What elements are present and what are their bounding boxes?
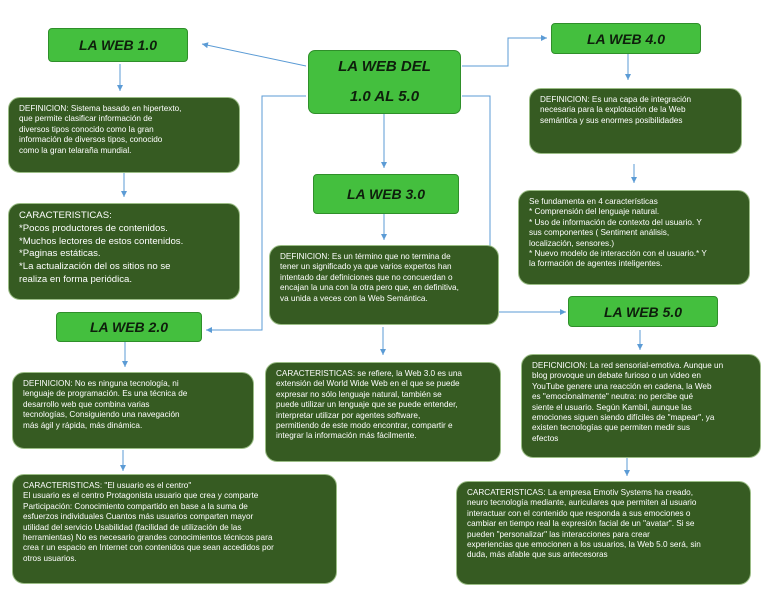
main-title-line1: LA WEB DEL bbox=[338, 58, 431, 75]
main-title-line2: 1.0 AL 5.0 bbox=[349, 88, 420, 105]
web4-definition: DEFINICION: Es una capa de integración n… bbox=[529, 88, 742, 154]
web5-characteristics: CARCATERISTICAS: La empresa Emotiv Syste… bbox=[456, 481, 751, 585]
web3-definition: DEFINICION: Es un término que no termina… bbox=[269, 245, 499, 325]
web5-title: LA WEB 5.0 bbox=[568, 296, 718, 327]
web2-characteristics: CARACTERISTICAS: "El usuario es el centr… bbox=[12, 474, 337, 584]
web3-characteristics: CARACTERISTICAS: se refiere, la Web 3.0 … bbox=[265, 362, 501, 462]
arrow-main-to-web5 bbox=[462, 95, 566, 315]
main-title: LA WEB DEL 1.0 AL 5.0 bbox=[308, 50, 461, 114]
web3-title: LA WEB 3.0 bbox=[313, 174, 459, 214]
arrow-main-to-web2 bbox=[206, 95, 306, 333]
web1-title: LA WEB 1.0 bbox=[48, 28, 188, 62]
web4-title: LA WEB 4.0 bbox=[551, 23, 701, 54]
web5-definition: DEFICNICION: La red sensorial-emotiva. A… bbox=[521, 354, 761, 458]
web1-definition: DEFINICION: Sistema basado en hipertexto… bbox=[8, 97, 240, 173]
arrow-main-to-web4 bbox=[462, 35, 547, 67]
web4-characteristics: Se fundamenta en 4 características * Com… bbox=[518, 190, 750, 285]
web2-definition: DEFINICION: No es ninguna tecnología, ni… bbox=[12, 372, 254, 449]
web2-title: LA WEB 2.0 bbox=[56, 312, 202, 342]
web1-characteristics: CARACTERISTICAS: *Pocos productores de c… bbox=[8, 203, 240, 300]
arrow-main-to-web1 bbox=[201, 42, 307, 67]
